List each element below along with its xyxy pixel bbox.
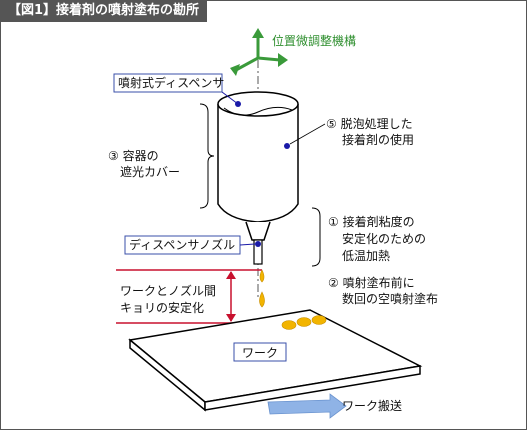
note-2-line1: ② 噴射塗布前に: [328, 275, 415, 290]
note-3-line2: 遮光カバー: [120, 164, 180, 179]
distance-arrow-bottom-icon: [226, 314, 236, 322]
note-1-bracket: [311, 207, 321, 267]
position-adjust-arrows-icon: [230, 28, 288, 76]
note-2-line2: 数回の空噴射塗布: [342, 291, 438, 306]
adhesive-marker-dot: [284, 143, 290, 149]
note-3-line1: ③ 容器の: [108, 148, 159, 163]
work-label: ワーク: [242, 346, 278, 360]
nozzle-leader: [239, 243, 256, 246]
note-5-leader: [289, 123, 326, 145]
note-1-line1: ① 接着剤粘度の: [328, 214, 415, 229]
note-1-line2: 安定化のための: [342, 231, 426, 246]
figure-title: 【図1】接着剤の噴射塗布の勘所: [0, 0, 208, 22]
note-1-line3: 低温加熱: [342, 249, 390, 263]
note-4-line1: ワークとノズル間: [120, 283, 216, 298]
falling-droplets: [259, 269, 265, 308]
applied-adhesive-dots: [281, 315, 327, 330]
work-box: [233, 342, 287, 362]
jet-dispenser-label: 噴射式ディスペンサ: [118, 75, 224, 90]
dispenser-body: [217, 91, 299, 265]
distance-arrow-top-icon: [226, 271, 236, 279]
note-3-bracket: [199, 103, 215, 209]
note-5-line2: 接着剤の使用: [342, 132, 414, 147]
position-adjust-label: 位置微調整機構: [272, 33, 356, 48]
nozzle-label: ディスペンサノズル: [129, 237, 235, 252]
work-transport-label: ワーク搬送: [342, 398, 402, 413]
jet-dispenser-leader: [221, 91, 239, 105]
note-4-line2: キョリの安定化: [120, 300, 204, 315]
note-5-line1: ⑤ 脱泡処理した: [326, 116, 413, 131]
jet-dispenser-box: [113, 73, 223, 93]
nozzle-marker-dot: [255, 241, 261, 247]
transport-arrow-icon: [267, 393, 347, 419]
